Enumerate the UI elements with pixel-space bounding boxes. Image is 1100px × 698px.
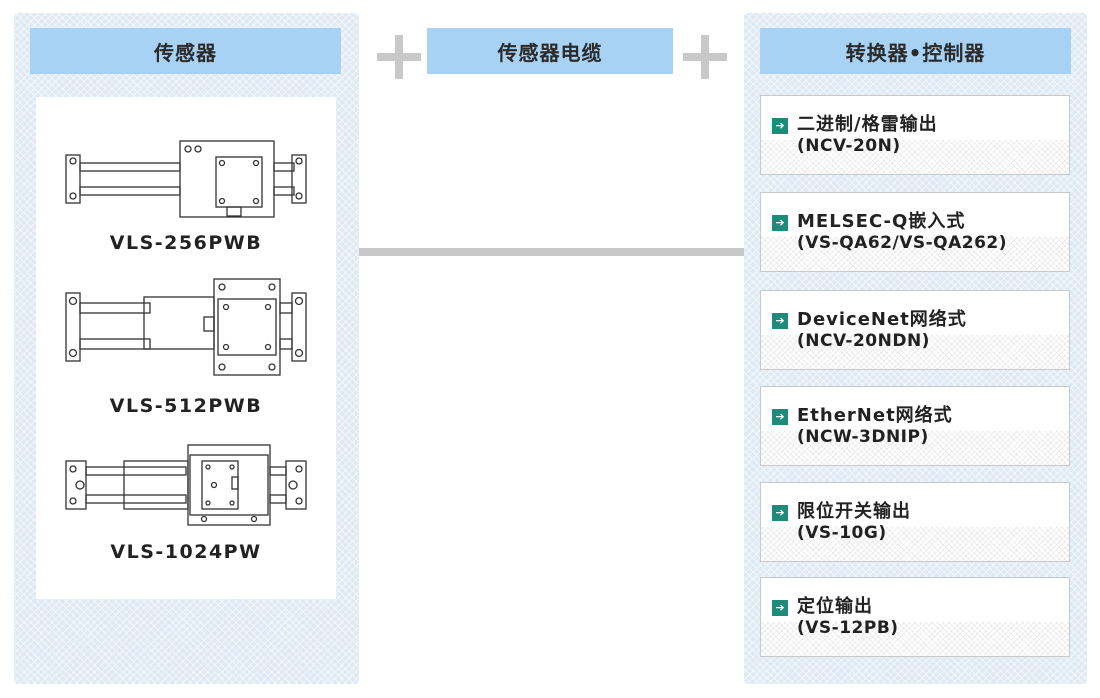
plus-icon: [377, 35, 421, 79]
connector-line: [359, 248, 744, 256]
arrow-right-icon: ➔: [772, 313, 788, 329]
converter-model: (NCV-20N): [797, 136, 901, 156]
plus-icon: [683, 35, 727, 79]
sensor-model-label: VLS-512PWB: [109, 395, 263, 417]
converter-title: MELSEC-Q嵌入式: [797, 211, 966, 232]
converter-model: (VS-12PB): [797, 618, 899, 638]
converter-card-positioning[interactable]: ➔ 定位输出 (VS-12PB): [760, 577, 1070, 657]
arrow-right-icon: ➔: [772, 600, 788, 616]
arrow-right-icon: ➔: [772, 215, 788, 231]
converter-model: (NCW-3DNIP): [797, 427, 929, 447]
sensor-model-label: VLS-1024PW: [110, 541, 262, 563]
converter-card-devicenet[interactable]: ➔ DeviceNet网络式 (NCV-20NDN): [760, 290, 1070, 370]
converter-card-binary-gray[interactable]: ➔ 二进制/格雷输出 (NCV-20N): [760, 95, 1070, 175]
converter-header: 转换器•控制器: [760, 28, 1071, 74]
converter-model: (VS-10G): [797, 523, 887, 543]
sensor-drawing-vls-256pwb: [65, 140, 307, 218]
converter-model: (NCV-20NDN): [797, 331, 930, 351]
sensor-model-label: VLS-256PWB: [109, 232, 263, 254]
converter-card-melsec-q[interactable]: ➔ MELSEC-Q嵌入式 (VS-QA62/VS-QA262): [760, 192, 1070, 272]
cable-header: 传感器电缆: [427, 28, 673, 74]
arrow-right-icon: ➔: [772, 409, 788, 425]
sensor-drawing-vls-512pwb: [65, 278, 307, 376]
converter-title: 定位输出: [797, 596, 873, 617]
arrow-right-icon: ➔: [772, 505, 788, 521]
converter-title: 限位开关输出: [797, 501, 911, 522]
converter-title: 二进制/格雷输出: [797, 114, 938, 135]
converter-card-limit-switch[interactable]: ➔ 限位开关输出 (VS-10G): [760, 482, 1070, 562]
sensor-header: 传感器: [30, 28, 341, 74]
converter-title: DeviceNet网络式: [797, 309, 967, 330]
arrow-right-icon: ➔: [772, 118, 788, 134]
sensor-list: VLS-256PWB VLS-512PWB: [36, 97, 336, 599]
converter-model: (VS-QA62/VS-QA262): [797, 233, 1008, 253]
sensor-drawing-vls-1024pw: [65, 444, 307, 526]
converter-card-ethernet[interactable]: ➔ EtherNet网络式 (NCW-3DNIP): [760, 386, 1070, 466]
converter-title: EtherNet网络式: [797, 405, 953, 426]
